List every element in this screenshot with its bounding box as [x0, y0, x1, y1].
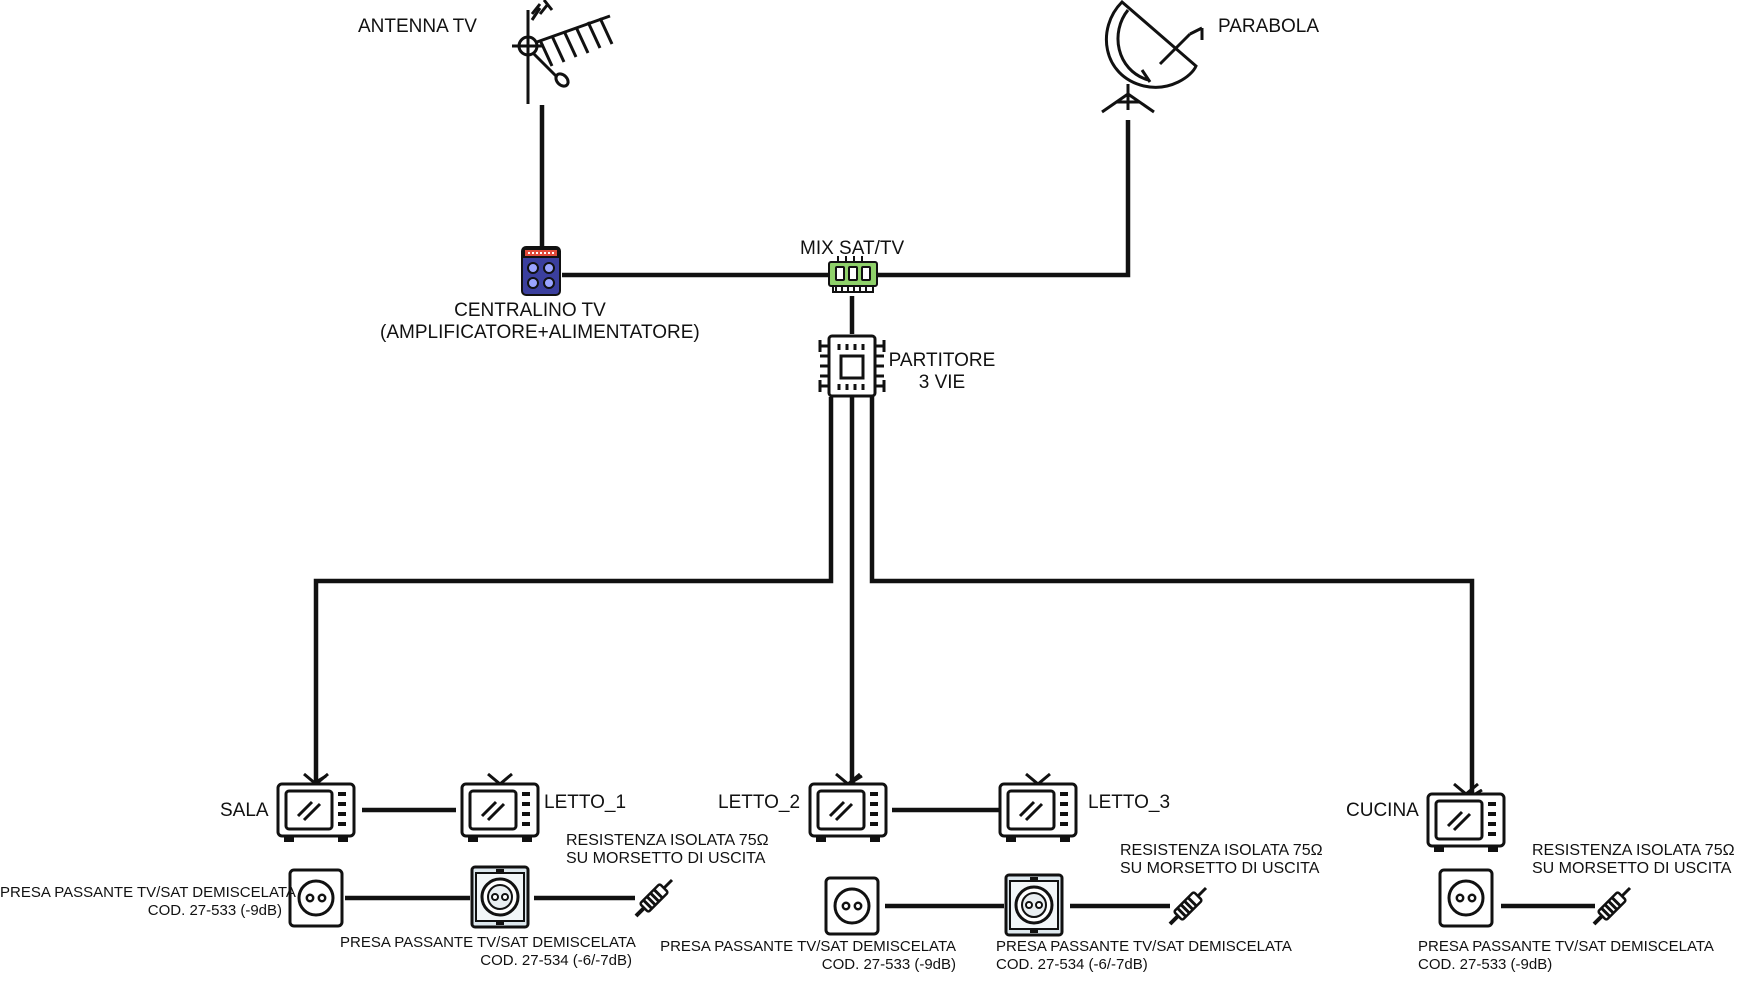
resistor-icon-2: [1168, 886, 1208, 926]
outlet-icon-cucina: [1438, 868, 1494, 928]
outlet-label-letto3-line1: PRESA PASSANTE TV/SAT DEMISCELATA: [996, 938, 1292, 955]
splitter-label-line1: PARTITORE: [888, 350, 996, 371]
antenna-label: ANTENNA TV: [358, 16, 477, 37]
splitter-chip-icon: [818, 334, 886, 398]
cable-to-cucina: [869, 397, 1472, 796]
splitter-label: PARTITORE 3 VIE: [888, 350, 996, 394]
resistor-icon-3: [1592, 886, 1632, 926]
terminator-label-1-line1: RESISTENZA ISOLATA 75Ω: [566, 832, 769, 849]
outlet-label-letto2-line2: COD. 27-533 (-9dB): [821, 956, 956, 973]
outlet-icon-letto1: [470, 865, 530, 929]
amplifier-label-line2: (AMPLIFICATORE+ALIMENTATORE): [380, 322, 700, 343]
amplifier-label: CENTRALINO TV (AMPLIFICATORE+ALIMENTATOR…: [380, 300, 700, 344]
outlet-label-letto1-line1: PRESA PASSANTE TV/SAT DEMISCELATA: [340, 934, 636, 951]
outlet-label-cucina-line2: COD. 27-533 (-9dB): [1418, 956, 1553, 973]
tv-icon-sala: [276, 772, 356, 844]
tv-icon-letto3: [998, 772, 1078, 844]
outlet-label-letto3-line2: COD. 27-534 (-6/-7dB): [996, 956, 1148, 973]
room-label-cucina: CUCINA: [1346, 800, 1419, 821]
terminator-label-1-line2: SU MORSETTO DI USCITA: [566, 850, 766, 867]
terminator-label-3-line2: SU MORSETTO DI USCITA: [1532, 860, 1732, 877]
terminator-label-3-line1: RESISTENZA ISOLATA 75Ω: [1532, 842, 1735, 859]
terminator-label-3: RESISTENZA ISOLATA 75Ω SU MORSETTO DI US…: [1532, 842, 1735, 878]
room-label-letto3: LETTO_3: [1088, 792, 1171, 813]
outlet-label-letto1-line2: COD. 27-534 (-6/-7dB): [480, 952, 632, 969]
room-label-letto1: LETTO_1: [544, 792, 627, 813]
mixer-module-icon: [828, 256, 878, 293]
resistor-icon-1: [634, 878, 674, 918]
satellite-dish-icon: [1101, 0, 1204, 114]
room-label-letto2: LETTO_2: [718, 792, 801, 813]
splitter-label-line2: 3 VIE: [918, 372, 966, 393]
terminator-label-2-line1: RESISTENZA ISOLATA 75Ω: [1120, 842, 1323, 859]
outlet-label-cucina: PRESA PASSANTE TV/SAT DEMISCELATA COD. 2…: [1418, 938, 1714, 974]
outlet-label-sala-line2: COD. 27-533 (-9dB): [147, 902, 282, 919]
dish-label: PARABOLA: [1218, 16, 1320, 37]
outlet-label-letto2: PRESA PASSANTE TV/SAT DEMISCELATA COD. 2…: [660, 938, 956, 974]
cables: [313, 105, 1595, 909]
outlet-label-cucina-line1: PRESA PASSANTE TV/SAT DEMISCELATA: [1418, 938, 1714, 955]
cable-mixer-dish: [878, 120, 1131, 278]
terminator-label-1: RESISTENZA ISOLATA 75Ω SU MORSETTO DI US…: [566, 832, 769, 868]
outlet-label-sala: PRESA PASSANTE TV/SAT DEMISCELATA COD. 2…: [0, 884, 296, 920]
tv-icon-letto2: [808, 772, 888, 844]
outlet-label-sala-line1: PRESA PASSANTE TV/SAT DEMISCELATA: [0, 884, 296, 901]
outlet-label-letto2-line1: PRESA PASSANTE TV/SAT DEMISCELATA: [660, 938, 956, 955]
amplifier-label-line1: CENTRALINO TV: [454, 300, 606, 321]
amplifier-icon: [521, 246, 561, 296]
room-label-sala: SALA: [220, 800, 269, 821]
outlet-label-letto1: PRESA PASSANTE TV/SAT DEMISCELATA COD. 2…: [340, 934, 636, 970]
tv-icon-letto1: [460, 772, 540, 844]
tv-icon-cucina: [1426, 782, 1506, 854]
terminator-label-2: RESISTENZA ISOLATA 75Ω SU MORSETTO DI US…: [1120, 842, 1323, 878]
yagi-antenna-icon: [512, 0, 614, 104]
outlet-icon-sala: [288, 868, 344, 928]
mixer-label: MIX SAT/TV: [800, 238, 905, 259]
outlet-icon-letto3: [1004, 873, 1064, 937]
terminator-label-2-line2: SU MORSETTO DI USCITA: [1120, 860, 1320, 877]
outlet-label-letto3: PRESA PASSANTE TV/SAT DEMISCELATA COD. 2…: [996, 938, 1292, 974]
cable-to-sala: [313, 397, 834, 782]
outlet-icon-letto2: [824, 876, 880, 936]
